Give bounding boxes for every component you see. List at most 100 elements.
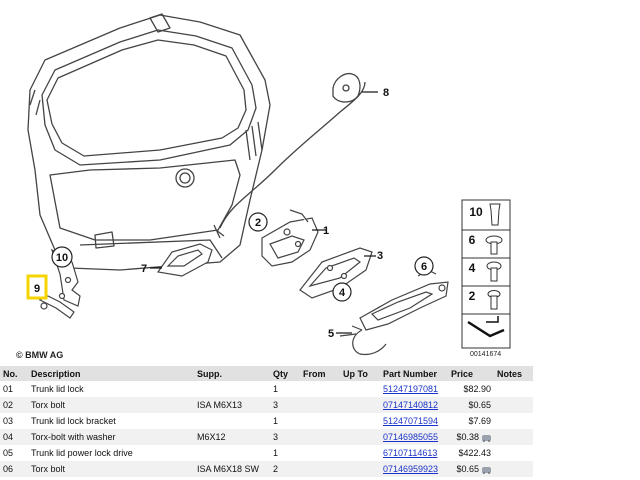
cell-qty: 1 bbox=[270, 413, 300, 429]
fastener-legend: 10 6 4 2 bbox=[461, 199, 511, 349]
table-row: 03 Trunk lid lock bracket 1 51247071594 … bbox=[0, 413, 533, 429]
parts-diagram: 8 1 2 3 4 5 6 7 9 10 10 bbox=[26, 13, 511, 356]
callout-5[interactable]: 5 bbox=[328, 328, 352, 340]
cell-notes bbox=[494, 381, 533, 397]
cell-notes bbox=[494, 461, 533, 477]
cell-up-to bbox=[340, 397, 380, 413]
col-header-part-number: Part Number bbox=[380, 366, 448, 381]
svg-text:2: 2 bbox=[469, 289, 476, 303]
svg-text:8: 8 bbox=[383, 87, 389, 99]
cell-qty: 3 bbox=[270, 429, 300, 445]
cell-qty: 1 bbox=[270, 445, 300, 461]
cell-price: $7.69 bbox=[448, 413, 494, 429]
svg-text:1: 1 bbox=[323, 225, 329, 237]
col-header-no: No. bbox=[0, 366, 28, 381]
legend-item-10[interactable]: 10 bbox=[469, 203, 501, 226]
cell-qty: 2 bbox=[270, 461, 300, 477]
callout-10[interactable]: 10 bbox=[51, 246, 73, 268]
cell-part-number: 51247071594 bbox=[380, 413, 448, 429]
cell-price: $82.90 bbox=[448, 381, 494, 397]
cell-part-number: 51247197081 bbox=[380, 381, 448, 397]
cell-from bbox=[300, 413, 340, 429]
cell-notes bbox=[494, 397, 533, 413]
callout-9[interactable]: 9 bbox=[26, 274, 48, 300]
svg-text:10: 10 bbox=[56, 252, 68, 264]
part-number-link[interactable]: 51247197081 bbox=[383, 384, 439, 394]
svg-text:10: 10 bbox=[469, 205, 483, 219]
col-header-up-to: Up To bbox=[340, 366, 380, 381]
svg-text:7: 7 bbox=[141, 263, 147, 275]
cell-price: $422.43 bbox=[448, 445, 494, 461]
callout-6[interactable]: 6 bbox=[414, 256, 434, 276]
svg-text:6: 6 bbox=[469, 233, 476, 247]
table-row: 06 Torx bolt ISA M6X18 SW 2 07146959923 … bbox=[0, 461, 533, 477]
cart-icon[interactable] bbox=[482, 466, 491, 474]
cell-supp: M6X12 bbox=[194, 429, 270, 445]
cell-no: 04 bbox=[0, 429, 28, 445]
callout-1[interactable]: 1 bbox=[323, 225, 329, 237]
legend-item-4[interactable]: 4 bbox=[469, 261, 502, 282]
trunk-lid-drawing bbox=[27, 13, 271, 271]
cell-up-to bbox=[340, 461, 380, 477]
cell-supp bbox=[194, 445, 270, 461]
cell-price: $0.65 bbox=[448, 397, 494, 413]
cell-no: 01 bbox=[0, 381, 28, 397]
cell-up-to bbox=[340, 381, 380, 397]
col-header-from: From bbox=[300, 366, 340, 381]
part-number-link[interactable]: 07146959923 bbox=[383, 464, 439, 474]
col-header-notes: Notes bbox=[494, 366, 533, 381]
callout-2[interactable]: 2 bbox=[248, 212, 268, 232]
col-header-qty: Qty bbox=[270, 366, 300, 381]
cell-no: 06 bbox=[0, 461, 28, 477]
cell-part-number: 07146959923 bbox=[380, 461, 448, 477]
cell-from bbox=[300, 381, 340, 397]
legend-clip-symbol bbox=[467, 316, 505, 338]
cell-description: Trunk lid power lock drive bbox=[28, 445, 194, 461]
cell-description: Torx-bolt with washer bbox=[28, 429, 194, 445]
part-number-link[interactable]: 67107114613 bbox=[383, 448, 438, 458]
cell-notes bbox=[494, 445, 533, 461]
callout-4[interactable]: 4 bbox=[332, 282, 352, 302]
part-number-link[interactable]: 07147140812 bbox=[383, 400, 439, 410]
part-number-link[interactable]: 51247071594 bbox=[383, 416, 439, 426]
parts-table: No. Description Supp. Qty From Up To Par… bbox=[0, 366, 533, 477]
cell-supp: ISA M6X18 SW bbox=[194, 461, 270, 477]
cell-qty: 1 bbox=[270, 381, 300, 397]
cart-icon[interactable] bbox=[482, 434, 491, 442]
callout-7[interactable]: 7 bbox=[141, 263, 147, 275]
cell-description: Torx bolt bbox=[28, 461, 194, 477]
cell-no: 02 bbox=[0, 397, 28, 413]
cell-supp: ISA M6X13 bbox=[194, 397, 270, 413]
svg-text:4: 4 bbox=[469, 261, 476, 275]
table-row: 05 Trunk lid power lock drive 1 67107114… bbox=[0, 445, 533, 461]
cell-notes bbox=[494, 429, 533, 445]
cell-supp bbox=[194, 413, 270, 429]
part-number-link[interactable]: 07146985055 bbox=[383, 432, 439, 442]
callout-3[interactable]: 3 bbox=[377, 250, 383, 262]
table-row: 01 Trunk lid lock 1 51247197081 $82.90 bbox=[0, 381, 533, 397]
cell-price: $0.38 bbox=[448, 429, 494, 445]
table-row: 02 Torx bolt ISA M6X13 3 07147140812 $0.… bbox=[0, 397, 533, 413]
svg-text:4: 4 bbox=[339, 287, 346, 299]
cell-no: 03 bbox=[0, 413, 28, 429]
callout-8[interactable]: 8 bbox=[383, 87, 389, 99]
legend-item-6[interactable]: 6 bbox=[469, 233, 503, 255]
cell-from bbox=[300, 429, 340, 445]
bracket-drawing bbox=[299, 247, 376, 299]
cell-qty: 3 bbox=[270, 397, 300, 413]
col-header-supp: Supp. bbox=[194, 366, 270, 381]
svg-text:3: 3 bbox=[377, 250, 383, 262]
svg-text:5: 5 bbox=[328, 328, 334, 340]
legend-item-2[interactable]: 2 bbox=[469, 289, 501, 310]
cell-part-number: 07147140812 bbox=[380, 397, 448, 413]
lock-drawing bbox=[261, 209, 326, 267]
diagram-id-label: 00141674 bbox=[470, 351, 502, 358]
cell-from bbox=[300, 397, 340, 413]
copyright-label: © BMW AG bbox=[16, 350, 64, 360]
cell-price: $0.65 bbox=[448, 461, 494, 477]
cell-notes bbox=[494, 413, 533, 429]
table-row: 04 Torx-bolt with washer M6X12 3 0714698… bbox=[0, 429, 533, 445]
cell-supp bbox=[194, 381, 270, 397]
svg-text:6: 6 bbox=[421, 261, 427, 273]
cell-up-to bbox=[340, 445, 380, 461]
